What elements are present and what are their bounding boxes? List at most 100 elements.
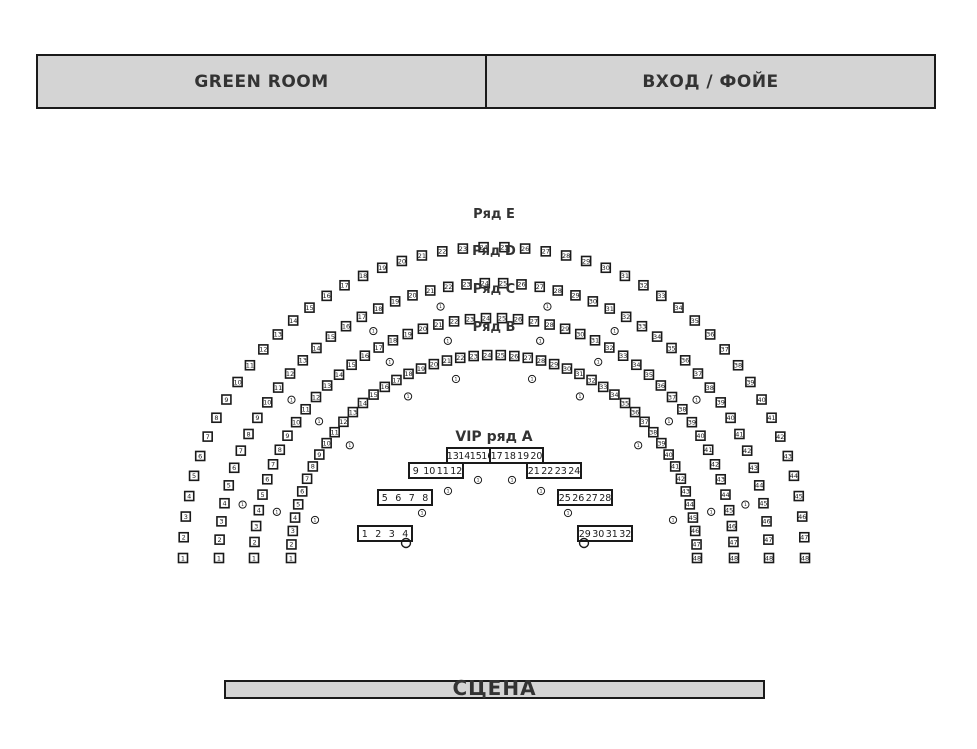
row-3-seat-33-number: 33 <box>599 383 607 391</box>
aisle-marker-1-1-mark: 1 <box>668 419 671 425</box>
aisle-marker-2-0-mark: 1 <box>672 518 675 524</box>
aisle-marker-0-4 <box>436 302 445 311</box>
vip-marker-0 <box>473 475 483 485</box>
row-3-seat-24 <box>481 349 493 361</box>
row-2-seat-25 <box>496 312 508 324</box>
vip-seat-14: 14 <box>458 451 470 462</box>
row-2-seat-47-number: 47 <box>729 538 737 546</box>
row-2-seat-18 <box>387 334 399 346</box>
row-0-seat-24-number: 24 <box>479 243 487 251</box>
row-1-seat-31-number: 31 <box>606 305 614 313</box>
row-1-seat-12 <box>284 368 296 379</box>
row-0-seat-22 <box>436 246 448 257</box>
row-2-seat-15-number: 15 <box>347 361 355 369</box>
row-label-0: Ряд E <box>473 207 515 222</box>
row-2-seat-36 <box>655 380 667 391</box>
vip-seat-16: 16 <box>481 451 493 462</box>
vip-seat-8: 8 <box>422 493 428 504</box>
row-2-seat-31 <box>589 334 601 346</box>
row-0-seat-16 <box>321 290 332 302</box>
row-3-seat-25-number: 25 <box>497 351 505 359</box>
row-3-seat-7 <box>301 473 313 485</box>
row-1-seat-29 <box>570 290 581 301</box>
row-0-seat-40-number: 40 <box>757 396 765 404</box>
vip-seat-25: 25 <box>559 493 571 504</box>
row-0-seat-17 <box>339 279 350 291</box>
row-1-seat-12-number: 12 <box>286 370 294 378</box>
aisle-marker-1-2-mark: 1 <box>597 360 600 366</box>
row-2-seat-37-number: 37 <box>668 393 676 401</box>
row-3-seat-26-number: 26 <box>510 352 518 360</box>
row-2-seat-21-number: 21 <box>434 321 442 329</box>
row-1-seat-4 <box>219 497 230 509</box>
row-3-seat-15-number: 15 <box>369 391 377 399</box>
row-2-seat-8 <box>274 444 286 456</box>
row-0-seat-42-number: 42 <box>776 433 784 441</box>
row-2-seat-13-number: 13 <box>323 382 331 390</box>
aisle-marker-2-6-mark: 1 <box>348 443 351 449</box>
row-0-seat-31 <box>619 270 631 282</box>
row-0-seat-7 <box>202 431 213 442</box>
row-3-seat-32-number: 32 <box>587 376 595 384</box>
vip-seat-group-5 <box>489 447 544 464</box>
row-1-seat-29-number: 29 <box>571 292 579 300</box>
aisle-marker-1-5 <box>385 357 394 367</box>
row-0-seat-23 <box>457 243 469 254</box>
vip-seat-30: 30 <box>592 529 604 540</box>
row-2-seat-38 <box>677 403 688 415</box>
aisle-marker-0-5-mark: 1 <box>372 329 375 335</box>
vip-seat-17: 17 <box>491 451 503 462</box>
row-2-seat-24 <box>480 312 492 324</box>
row-2-seat-20-number: 20 <box>419 325 427 333</box>
row-2-seat-17-number: 17 <box>375 344 383 352</box>
row-1-seat-27 <box>534 281 546 293</box>
aisle-marker-0-0 <box>741 500 750 509</box>
row-1-seat-14 <box>311 342 322 354</box>
aisle-marker-0-3-mark: 1 <box>546 304 549 310</box>
row-2-seat-2-number: 2 <box>252 538 256 546</box>
row-0-seat-34-number: 34 <box>674 304 682 312</box>
row-1-seat-5-number: 5 <box>227 482 231 490</box>
row-0-seat-1-number: 1 <box>181 554 185 562</box>
vip-seat-31: 31 <box>606 529 618 540</box>
row-3-seat-39-number: 39 <box>657 439 665 447</box>
vip-seat-28: 28 <box>599 493 611 504</box>
vip-seat-22: 22 <box>541 466 553 477</box>
row-3-seat-5-number: 5 <box>296 501 300 509</box>
row-3-seat-40 <box>663 449 674 460</box>
vip-marker-1 <box>507 475 517 485</box>
row-0-seat-20-number: 20 <box>398 257 406 265</box>
row-2-seat-35 <box>643 369 655 381</box>
aisle-marker-1-7-mark: 1 <box>275 509 278 515</box>
vip-seat-19: 19 <box>517 451 529 462</box>
row-0-seat-29 <box>580 255 592 267</box>
row-0-seat-11-number: 11 <box>246 362 254 370</box>
row-2-seat-44-number: 44 <box>721 491 729 499</box>
row-1-seat-16 <box>340 320 352 332</box>
row-2-seat-30-number: 30 <box>576 330 584 338</box>
row-0-seat-21 <box>416 250 428 261</box>
row-0-seat-32-number: 32 <box>639 282 647 290</box>
row-0-seat-14-number: 14 <box>289 317 297 325</box>
row-2-seat-28-number: 28 <box>545 321 553 329</box>
row-1-seat-34-number: 34 <box>653 333 661 341</box>
entrance-foyer-label: ВХОД / ФОЙЕ <box>485 56 934 107</box>
row-1-seat-7-number: 7 <box>239 447 243 455</box>
row-0-seat-14 <box>287 315 299 326</box>
aisle-marker-1-6-mark: 1 <box>318 419 321 425</box>
row-2-seat-45 <box>723 504 735 516</box>
vip-seat-20: 20 <box>530 451 542 462</box>
row-0-seat-17-number: 17 <box>340 282 348 290</box>
row-3-seat-2 <box>286 539 297 550</box>
row-1-seat-47-number: 47 <box>764 536 772 544</box>
vip-seat-4: 4 <box>402 529 408 540</box>
row-3-seat-4-number: 4 <box>293 514 297 522</box>
row-3-seat-11-number: 11 <box>331 428 339 436</box>
row-1-seat-44-number: 44 <box>755 482 763 490</box>
row-2-seat-43 <box>715 473 727 485</box>
aisle-marker-0-1-mark: 1 <box>695 397 698 403</box>
row-1-seat-20-number: 20 <box>408 292 416 300</box>
aisle-marker-1-3 <box>536 336 545 345</box>
row-2-seat-1-number: 1 <box>252 554 256 562</box>
row-0-seat-6-number: 6 <box>198 452 202 460</box>
